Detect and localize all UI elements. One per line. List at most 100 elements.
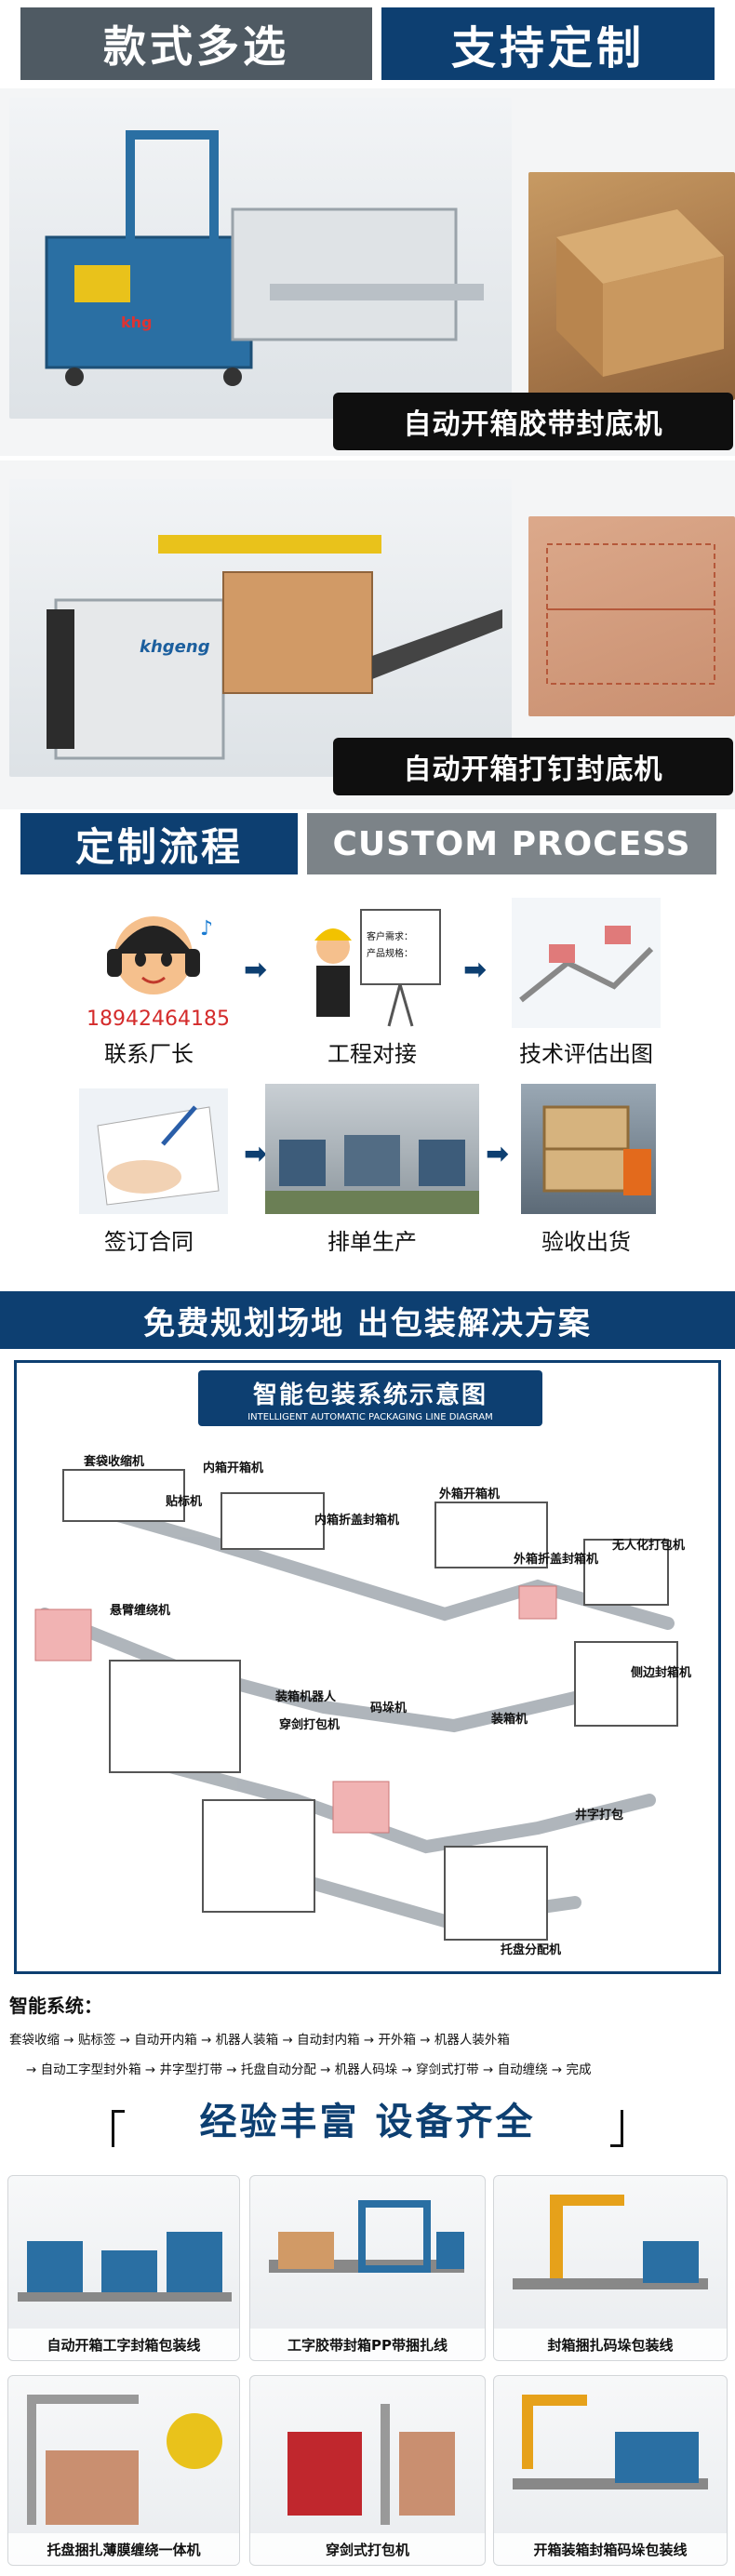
- label-palletizer: 码垛机: [370, 1702, 408, 1715]
- machine1-photo: khg: [9, 98, 512, 419]
- line-card-3-label: 封箱捆扎码垛包装线: [494, 2329, 727, 2360]
- contract-signing-icon: [97, 1105, 220, 1206]
- arrow-right-icon: ➡: [244, 954, 268, 986]
- step-contract-label: 签订合同: [104, 1229, 194, 1255]
- line-card-4-label: 托盘捆扎薄膜缠绕一体机: [8, 2533, 239, 2565]
- label-outer-box-erector: 外箱开箱机: [439, 1488, 501, 1502]
- step-contact-phone: 18942464185: [87, 1008, 230, 1031]
- arrow-right-icon: ➡: [486, 1138, 510, 1170]
- label-outer-box-sealer: 外箱折盖封箱机: [514, 1553, 599, 1567]
- bracket-right: [610, 2110, 623, 2147]
- label-side-sealer: 侧边封箱机: [631, 1666, 692, 1680]
- step-production-label: 排单生产: [327, 1229, 417, 1255]
- diagram-title-box: 智能包装系统示意图 INTELLIGENT AUTOMATIC PACKAGIN…: [198, 1370, 542, 1426]
- line-illustration: [27, 2395, 222, 2525]
- top-banner-right: 支持定制: [381, 7, 715, 80]
- smart-system-title: 智能系统：: [9, 1995, 102, 2017]
- process-title-cn-label: 定制流程: [74, 823, 243, 870]
- headset-avatar-icon: ♪: [107, 916, 213, 994]
- experience-header: 经验丰富 设备齐全: [112, 2084, 623, 2158]
- line-card-3: 封箱捆扎码垛包装线: [493, 2175, 728, 2361]
- layout-drawing-icon: [519, 926, 654, 1003]
- top-banner-left-label: 款式多选: [103, 21, 289, 72]
- line-illustration: [269, 2200, 464, 2273]
- step-delivery-label: 验收出货: [541, 1229, 631, 1255]
- machine1-caption: 自动开箱胶带封底机: [333, 393, 733, 450]
- smart-system: 智能系统： 套袋收缩 → 贴标签 → 自动开内箱 → 机器人装箱 → 自动封内箱…: [9, 1991, 726, 2093]
- machine2-caption: 自动开箱打钉封底机: [333, 738, 733, 795]
- arrow-right-icon: ➡: [463, 954, 488, 986]
- line-card-1: 自动开箱工字封箱包装线: [7, 2175, 240, 2361]
- svg-text:♪: ♪: [200, 917, 213, 941]
- experience-title: 经验丰富 设备齐全: [199, 2101, 536, 2143]
- step-evaluation-image: [512, 898, 661, 1028]
- line-card-5: 穿剑式打包机: [249, 2375, 486, 2566]
- label-labeler: 贴标机: [166, 1495, 203, 1509]
- line-card-5-label: 穿剑式打包机: [250, 2533, 485, 2565]
- machine1-section: khg 自动开箱胶带封底机: [0, 88, 735, 456]
- diagram-title: 智能包装系统示意图: [252, 1381, 488, 1409]
- label-case-packing-robot: 装箱机器人: [275, 1690, 337, 1704]
- smart-system-flow-2: → 自动工字型封外箱 → 井字型打带 → 托盘自动分配 → 机器人码垛 → 穿剑…: [26, 2062, 592, 2077]
- line-card-4: 托盘捆扎薄膜缠绕一体机: [7, 2375, 240, 2566]
- machine1-brand: khg: [121, 314, 153, 331]
- label-sword-strapper: 穿剑打包机: [279, 1718, 341, 1732]
- smart-system-flow-1: 套袋收缩 → 贴标签 → 自动开内箱 → 机器人装箱 → 自动封内箱 → 开外箱…: [9, 2033, 510, 2048]
- machine2-section: khgeng 自动开箱打钉封底机: [0, 460, 735, 809]
- line-illustration: [513, 2395, 708, 2489]
- planning-banner: 免费规划场地 出包装解决方案: [0, 1291, 735, 1349]
- machine2-illustration: [47, 535, 502, 760]
- label-shrink-machine: 套袋收缩机: [84, 1455, 145, 1469]
- step-engineering-image: 客户需求： 产品规格：: [296, 896, 445, 1031]
- diagram-subtitle: INTELLIGENT AUTOMATIC PACKAGING LINE DIA…: [247, 1412, 493, 1422]
- machine2-box-photo: [528, 516, 735, 716]
- line-illustration: [513, 2195, 708, 2289]
- label-inner-box-sealer: 内箱折盖封箱机: [314, 1514, 400, 1528]
- factory-floor-icon: [265, 1135, 479, 1214]
- planning-banner-label: 免费规划场地 出包装解决方案: [143, 1304, 592, 1342]
- flat-carton-illustration: [546, 543, 715, 685]
- machine2-caption-label: 自动开箱打钉封底机: [403, 754, 663, 786]
- line-card-2: 工字胶带封箱PP带捆扎线: [249, 2175, 486, 2361]
- machine2-photo: khgeng: [9, 479, 512, 777]
- step-contract-image: [79, 1088, 228, 1214]
- process-header: 定制流程 CUSTOM PROCESS: [0, 809, 735, 879]
- step-delivery-image: [521, 1084, 656, 1214]
- machine1-illustration: [45, 130, 484, 386]
- label-case-packer: 装箱机: [491, 1713, 528, 1727]
- label-cross-strapping: 井字打包: [575, 1809, 624, 1822]
- top-banner-right-label: 支持定制: [450, 22, 645, 74]
- bracket-left: [112, 2110, 125, 2147]
- diagram-conveyor-lines: [34, 1469, 678, 1941]
- process-title-cn: 定制流程: [20, 813, 298, 874]
- top-banner: 款式多选 支持定制: [0, 0, 735, 88]
- step-contact-label: 联系厂长: [104, 1041, 194, 1067]
- line-card-1-label: 自动开箱工字封箱包装线: [8, 2329, 239, 2360]
- packaging-diagram: 智能包装系统示意图 INTELLIGENT AUTOMATIC PACKAGIN…: [14, 1360, 721, 1974]
- machine1-box-photo: [528, 172, 735, 400]
- process-title-en: CUSTOM PROCESS: [307, 813, 716, 874]
- board-line2: 产品规格：: [367, 949, 413, 959]
- arrow-right-icon: ➡: [244, 1138, 268, 1170]
- step-contact-image: ♪: [79, 898, 228, 1028]
- line-illustration: [287, 2404, 455, 2525]
- line-card-6-label: 开箱装箱封箱码垛包装线: [494, 2533, 727, 2565]
- machine1-caption-label: 自动开箱胶带封底机: [403, 408, 663, 441]
- label-pallet-dispenser: 托盘分配机: [501, 1943, 562, 1957]
- step-evaluation-label: 技术评估出图: [519, 1041, 653, 1067]
- label-cantilever-wrapper: 悬臂缠绕机: [110, 1604, 171, 1618]
- process-title-en-label: CUSTOM PROCESS: [332, 824, 691, 863]
- process-steps: ♪ 18942464185 联系厂长 ➡ 客户需求： 产品规格： 工程对接 ➡ …: [0, 888, 735, 1261]
- label-inner-box-erector: 内箱开箱机: [203, 1462, 264, 1475]
- board-line1: 客户需求：: [367, 932, 413, 942]
- engineer-board-icon: [314, 909, 441, 1027]
- crate-forklift-icon: [542, 1105, 651, 1195]
- line-card-2-label: 工字胶带封箱PP带捆扎线: [250, 2329, 485, 2360]
- line-illustration: [18, 2232, 232, 2302]
- machine2-brand: khgeng: [140, 637, 210, 657]
- label-unmanned-strapper: 无人化打包机: [612, 1539, 686, 1553]
- line-card-6: 开箱装箱封箱码垛包装线: [493, 2375, 728, 2566]
- step-engineering-label: 工程对接: [327, 1041, 417, 1067]
- step-production-image: [265, 1084, 479, 1214]
- top-banner-left: 款式多选: [20, 7, 372, 80]
